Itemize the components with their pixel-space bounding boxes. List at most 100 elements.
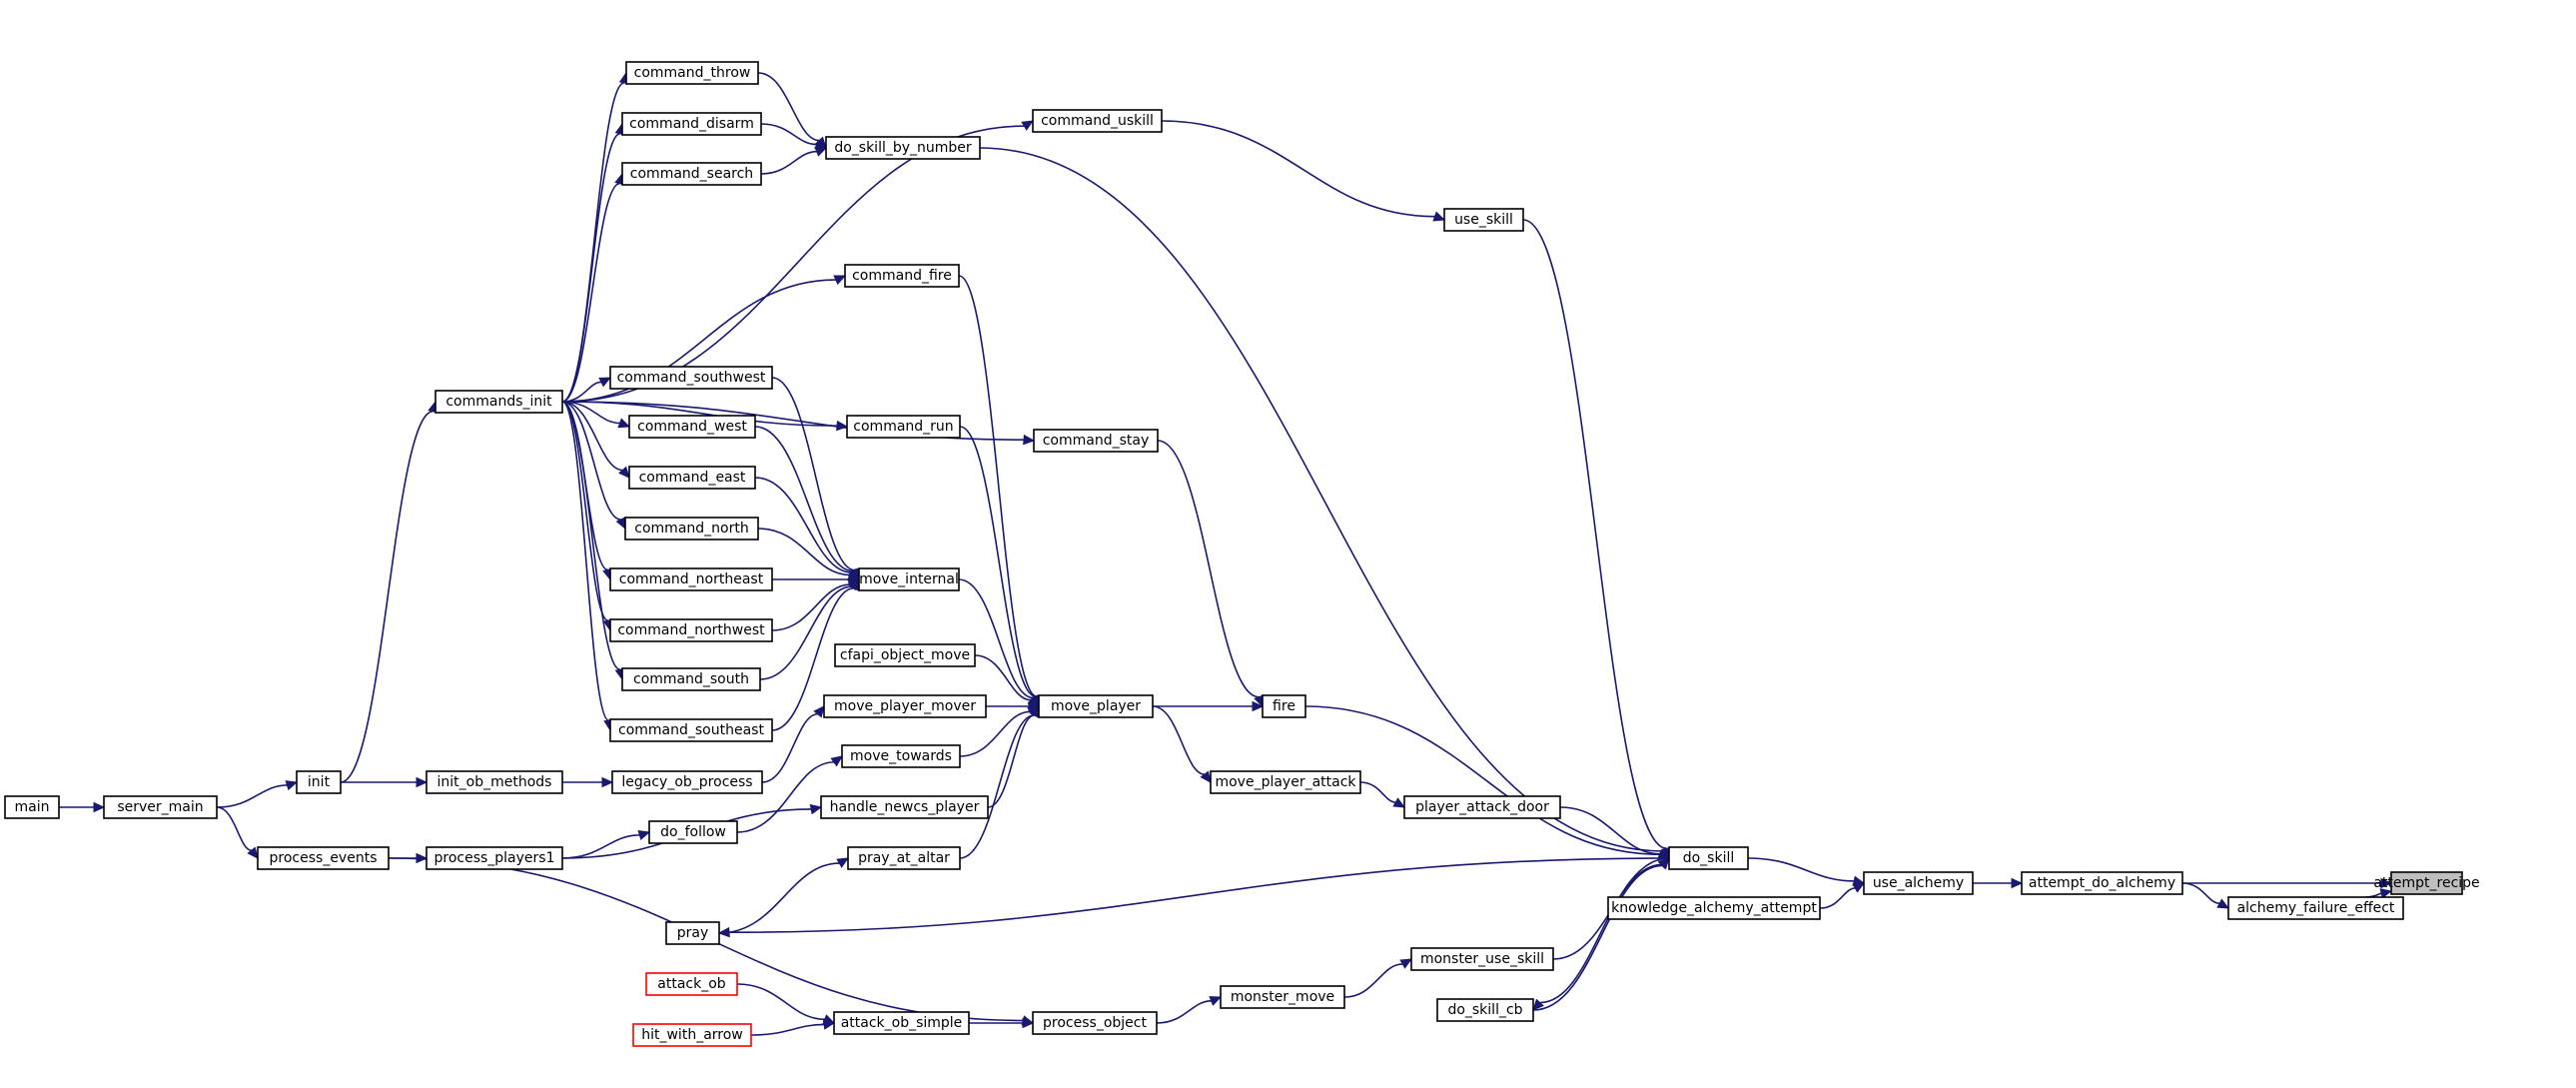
node-fire[interactable]: fire xyxy=(1262,694,1306,718)
node-box[interactable] xyxy=(632,1023,752,1047)
node-box[interactable] xyxy=(296,770,342,794)
node-process-players1[interactable]: process_players1 xyxy=(426,846,563,870)
node-box[interactable] xyxy=(1038,694,1154,718)
node-attack-ob-simple[interactable]: attack_ob_simple xyxy=(833,1011,970,1035)
node-box[interactable] xyxy=(611,770,763,794)
node-box[interactable] xyxy=(621,112,762,136)
node-box[interactable] xyxy=(1220,985,1345,1009)
node-monster-move[interactable]: monster_move xyxy=(1220,985,1345,1009)
node-box[interactable] xyxy=(844,264,960,288)
node-box[interactable] xyxy=(1436,998,1534,1022)
node-box[interactable] xyxy=(833,1011,970,1035)
node-commands-init[interactable]: commands_init xyxy=(434,390,563,414)
node-pray[interactable]: pray xyxy=(665,921,720,945)
node-command-search[interactable]: command_search xyxy=(621,162,762,186)
node-attempt-do-alchemy[interactable]: attempt_do_alchemy xyxy=(2021,871,2183,895)
node-box[interactable] xyxy=(624,517,759,541)
node-box[interactable] xyxy=(426,846,563,870)
node-box[interactable] xyxy=(434,390,563,414)
node-do-follow[interactable]: do_follow xyxy=(648,820,738,844)
node-init[interactable]: init xyxy=(296,770,342,794)
node-command-stay[interactable]: command_stay xyxy=(1033,429,1159,453)
node-box[interactable] xyxy=(846,415,961,439)
node-do-skill-cb[interactable]: do_skill_cb xyxy=(1436,998,1534,1022)
node-box[interactable] xyxy=(1443,208,1524,232)
node-box[interactable] xyxy=(103,795,218,819)
node-process-object[interactable]: process_object xyxy=(1032,1011,1158,1035)
node-box[interactable] xyxy=(2021,871,2183,895)
node-box[interactable] xyxy=(1210,770,1361,794)
node-box[interactable] xyxy=(609,567,773,591)
node-command-disarm[interactable]: command_disarm xyxy=(621,112,762,136)
node-box[interactable] xyxy=(609,618,773,642)
node-command-uskill[interactable]: command_uskill xyxy=(1032,109,1163,133)
node-command-northwest[interactable]: command_northwest xyxy=(609,618,773,642)
node-box[interactable] xyxy=(645,972,738,996)
node-move-towards[interactable]: move_towards xyxy=(841,744,961,768)
node-do-skill-by-number[interactable]: do_skill_by_number xyxy=(825,136,981,160)
node-box[interactable] xyxy=(841,744,961,768)
node-command-throw[interactable]: command_throw xyxy=(625,61,759,85)
node-box[interactable] xyxy=(4,795,60,819)
node-box[interactable] xyxy=(609,718,773,742)
node-legacy-ob-process[interactable]: legacy_ob_process xyxy=(611,770,763,794)
node-do-skill[interactable]: do_skill xyxy=(1668,846,1749,870)
node-box[interactable] xyxy=(820,795,989,819)
node-box[interactable] xyxy=(2227,896,2404,920)
node-command-fire[interactable]: command_fire xyxy=(844,264,960,288)
node-box[interactable] xyxy=(257,846,390,870)
node-box[interactable] xyxy=(1863,871,1974,895)
node-box[interactable] xyxy=(834,643,976,667)
node-move-player[interactable]: move_player xyxy=(1038,694,1154,718)
node-box[interactable] xyxy=(621,162,762,186)
node-use-skill[interactable]: use_skill xyxy=(1443,208,1524,232)
node-move-player-mover[interactable]: move_player_mover xyxy=(823,694,987,718)
node-knowledge-alchemy-attempt[interactable]: knowledge_alchemy_attempt xyxy=(1607,896,1821,920)
node-box[interactable] xyxy=(1033,429,1159,453)
node-box[interactable] xyxy=(1668,846,1749,870)
node-hit-with-arrow[interactable]: hit_with_arrow xyxy=(632,1023,752,1047)
node-box[interactable] xyxy=(847,846,961,870)
node-box[interactable] xyxy=(648,820,738,844)
node-box[interactable] xyxy=(1607,896,1821,920)
node-cfapi-object-move[interactable]: cfapi_object_move xyxy=(834,643,976,667)
node-box[interactable] xyxy=(1262,694,1306,718)
node-box[interactable] xyxy=(2390,871,2463,895)
node-box[interactable] xyxy=(628,466,756,490)
node-process-events[interactable]: process_events xyxy=(257,846,390,870)
node-box[interactable] xyxy=(858,567,960,591)
node-move-internal[interactable]: move_internal xyxy=(858,567,960,591)
node-box[interactable] xyxy=(665,921,720,945)
node-init-ob-methods[interactable]: init_ob_methods xyxy=(426,770,563,794)
node-command-northeast[interactable]: command_northeast xyxy=(609,567,773,591)
node-player-attack-door[interactable]: player_attack_door xyxy=(1403,795,1561,819)
node-box[interactable] xyxy=(1403,795,1561,819)
node-command-north[interactable]: command_north xyxy=(624,517,759,541)
node-alchemy-failure-effect[interactable]: alchemy_failure_effect xyxy=(2227,896,2404,920)
node-attack-ob[interactable]: attack_ob xyxy=(645,972,738,996)
node-command-southwest[interactable]: command_southwest xyxy=(609,366,773,390)
node-command-east[interactable]: command_east xyxy=(628,466,756,490)
node-box[interactable] xyxy=(628,415,756,439)
node-pray-at-altar[interactable]: pray_at_altar xyxy=(847,846,961,870)
node-box[interactable] xyxy=(1032,1011,1158,1035)
node-command-south[interactable]: command_south xyxy=(621,667,761,691)
node-box[interactable] xyxy=(625,61,759,85)
node-box[interactable] xyxy=(621,667,761,691)
node-command-run[interactable]: command_run xyxy=(846,415,961,439)
node-box[interactable] xyxy=(609,366,773,390)
node-main[interactable]: main xyxy=(4,795,60,819)
node-monster-use-skill[interactable]: monster_use_skill xyxy=(1410,947,1554,971)
node-box[interactable] xyxy=(1032,109,1163,133)
node-handle-newcs-player[interactable]: handle_newcs_player xyxy=(820,795,989,819)
node-command-west[interactable]: command_west xyxy=(628,415,756,439)
node-attempt-recipe[interactable]: attempt_recipe xyxy=(2373,871,2480,895)
node-move-player-attack[interactable]: move_player_attack xyxy=(1210,770,1361,794)
node-server-main[interactable]: server_main xyxy=(103,795,218,819)
node-box[interactable] xyxy=(823,694,987,718)
node-box[interactable] xyxy=(1410,947,1554,971)
node-command-southeast[interactable]: command_southeast xyxy=(609,718,773,742)
node-box[interactable] xyxy=(825,136,981,160)
node-use-alchemy[interactable]: use_alchemy xyxy=(1863,871,1974,895)
node-box[interactable] xyxy=(426,770,563,794)
